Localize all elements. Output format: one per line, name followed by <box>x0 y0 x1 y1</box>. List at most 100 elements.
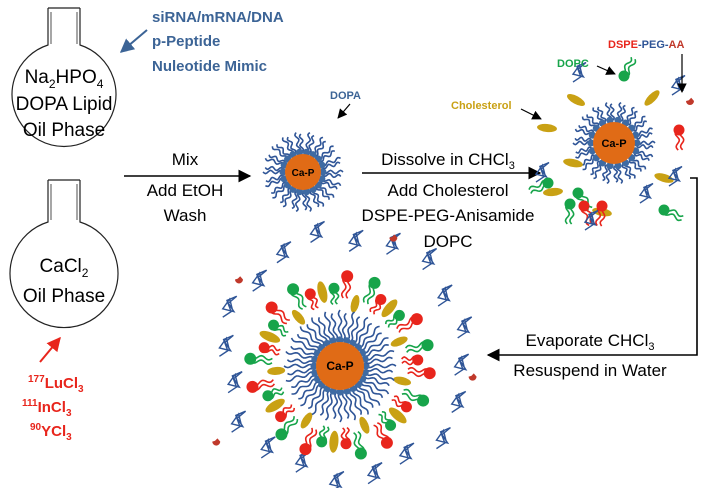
dopa-tail <box>285 350 316 360</box>
dopa-tail <box>341 391 350 419</box>
peg-coil <box>398 442 415 465</box>
dspe-head <box>341 270 354 283</box>
dspe-head <box>275 411 287 423</box>
dopa-tail <box>299 326 323 348</box>
step-1-line-3: Wash <box>164 206 207 225</box>
peg-coil <box>421 247 438 271</box>
anisamide-ligand <box>468 373 477 381</box>
dopa-tail <box>633 120 648 132</box>
dopa-tail <box>332 391 339 420</box>
dopa-coated-core: Ca-P <box>262 131 344 213</box>
dspe-head <box>412 354 424 366</box>
cholesterol <box>317 281 328 303</box>
flask-2-line2: Oil Phase <box>23 286 105 307</box>
peg-coil <box>456 316 473 339</box>
dopa-tail <box>308 134 315 154</box>
final-lcp-nanoparticle: Ca-P <box>212 220 477 488</box>
dopa-head <box>633 139 641 147</box>
dopa-tail <box>306 324 325 346</box>
cholesterol <box>265 398 285 413</box>
cholesterol-arrow <box>520 108 542 120</box>
dopa-tail <box>620 104 626 122</box>
core-label: Ca-P <box>292 168 315 179</box>
dopa-tail <box>636 144 654 150</box>
cholesterol <box>267 366 286 375</box>
dopa-tail <box>578 125 595 133</box>
peg-coil <box>667 165 683 187</box>
cargo-item-2: p-Peptide <box>152 33 220 50</box>
dopa-tail <box>300 383 322 407</box>
dopa-tail <box>597 106 607 123</box>
dopc-head <box>421 339 434 352</box>
isotope-list: 177LuCl3 111InCl3 90YCl3 <box>22 336 84 443</box>
cholesterol <box>563 158 583 168</box>
flask-2: CaCl2 Oil Phase <box>9 179 119 329</box>
dopc-head <box>417 394 430 407</box>
dopc-head <box>385 419 397 431</box>
dopc-label: DOPC <box>557 58 589 70</box>
anisamide-ligand <box>234 276 243 284</box>
dopa-tail <box>364 372 395 382</box>
flask-1-formula: Na2HPO4 <box>25 67 104 91</box>
step-2-line-3: DSPE-PEG-Anisamide <box>362 206 535 225</box>
step-3-line-1: Evaporate CHCl3 <box>526 331 655 353</box>
isotope-arrow <box>39 336 61 363</box>
anisamide-ligand <box>212 438 221 446</box>
dspe-head <box>400 401 412 413</box>
dopc-head <box>262 390 274 402</box>
dopa-tail <box>307 386 325 410</box>
dopa-tail <box>311 317 328 344</box>
dopc-arrow <box>596 65 616 75</box>
peg-coil <box>294 450 311 473</box>
dopa-tail <box>319 150 335 163</box>
peg-coil <box>328 470 345 488</box>
core-label: Ca-P <box>326 359 353 373</box>
dopa-tail <box>363 375 390 387</box>
ca-p-core <box>593 122 635 164</box>
dopa-tail <box>337 309 343 341</box>
dopc-head <box>393 309 405 321</box>
dopa-tail <box>609 103 616 121</box>
step-3-line-2: Resuspend in Water <box>513 361 667 380</box>
dopa-head <box>310 362 318 370</box>
cholesterol <box>654 173 674 183</box>
dopa-tail <box>298 133 305 153</box>
dopa-tail <box>612 165 619 183</box>
dspe-head <box>596 200 608 212</box>
dopa-tail <box>357 384 381 406</box>
dopc-head <box>618 70 630 82</box>
step-1: Mix Add EtOH Wash <box>124 150 252 225</box>
dopa-tail <box>290 337 319 354</box>
peg-coil <box>226 371 243 394</box>
dopa-head <box>319 168 327 176</box>
isotope-in: 111InCl3 <box>22 398 72 419</box>
dspe-head <box>304 288 316 300</box>
dopa-tail <box>346 311 356 342</box>
dopa-tail <box>319 389 331 416</box>
dopa-tail <box>291 190 298 210</box>
step-2-line-1: Dissolve in CHCl3 <box>381 150 515 172</box>
dopa-tail <box>265 174 284 183</box>
dopa-tail <box>286 136 297 154</box>
dopa-tail <box>365 356 393 365</box>
dopa-tail <box>322 172 342 179</box>
dspe-head <box>410 313 423 326</box>
flask-1: Na2HPO4 DOPA Lipid Oil Phase <box>11 7 117 147</box>
cargo-list: siRNA/mRNA/DNA p-Peptide Nuleotide Mimic <box>119 9 284 75</box>
step-3-arrow <box>486 177 698 362</box>
dopa-tail <box>291 374 317 389</box>
dopa-tail <box>309 190 320 208</box>
cargo-item-3: Nuleotide Mimic <box>152 58 267 75</box>
dopa-tail <box>363 343 389 358</box>
dopa-tail <box>627 110 638 126</box>
dopa-tail <box>635 132 653 140</box>
dopa-tail <box>276 144 291 158</box>
dopa-tail <box>361 378 390 395</box>
dopa-tail <box>360 381 384 399</box>
dopa-tail <box>575 146 593 154</box>
dopa-tail <box>360 332 382 351</box>
dopa-tail <box>280 187 292 204</box>
dopc-head <box>542 177 554 189</box>
dopc-head <box>368 276 381 289</box>
step-2: Dissolve in CHCl3 Add Cholesterol DSPE-P… <box>362 150 542 251</box>
